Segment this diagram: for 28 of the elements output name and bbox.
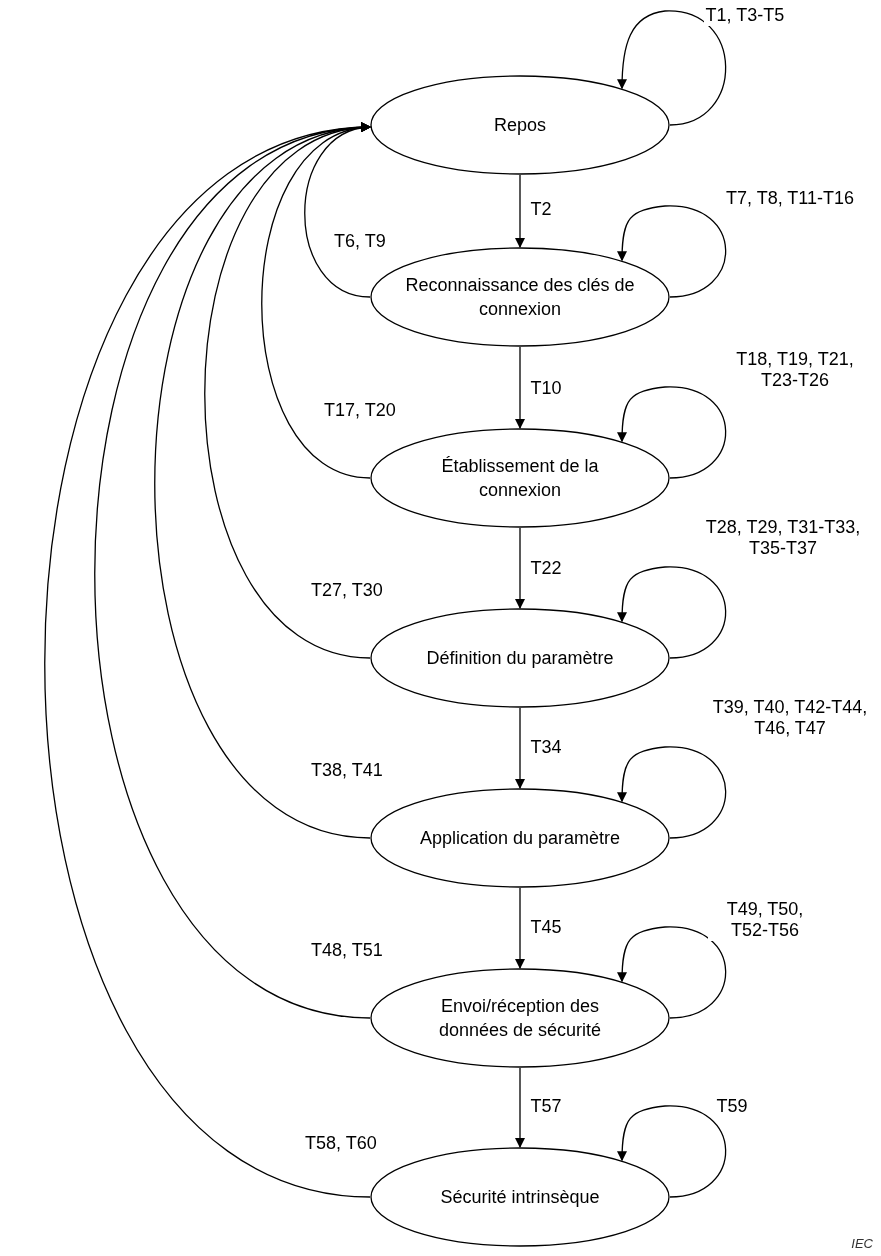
state-name: Établissement de la connexion [440,455,600,502]
transition-arrow [515,174,525,248]
state-ellipse [370,608,670,708]
state-name: Repos [494,114,546,137]
transition-arrow [515,346,525,429]
self-loop-arrow [617,205,727,298]
transition-arrow [515,527,525,609]
figure-source-note: IEC [851,1236,873,1251]
state-name: Reconnaissance des clés de connexion [405,274,635,321]
state-name: Sécurité intrinsèque [440,1186,600,1209]
state-ellipse [370,428,670,528]
self-loop-arrow [617,566,727,659]
self-loop-arrow [617,386,727,479]
state-ellipse [370,968,670,1068]
state-ellipse [370,1147,670,1247]
state-ellipse [370,75,670,175]
self-loop-arrow [617,926,727,1019]
state-ellipse [370,247,670,347]
self-loop-arrow [617,746,727,839]
state-name: Définition du paramètre [426,647,614,670]
transition-arrow [515,707,525,789]
state-ellipse [370,788,670,888]
state-name: Envoi/réception des données de sécurité [437,995,603,1042]
state-name: Application du paramètre [419,827,621,850]
self-loop-arrow [617,1105,727,1198]
self-loop-arrow [617,10,727,126]
transition-arrow [515,1067,525,1148]
transition-arrow [515,887,525,969]
